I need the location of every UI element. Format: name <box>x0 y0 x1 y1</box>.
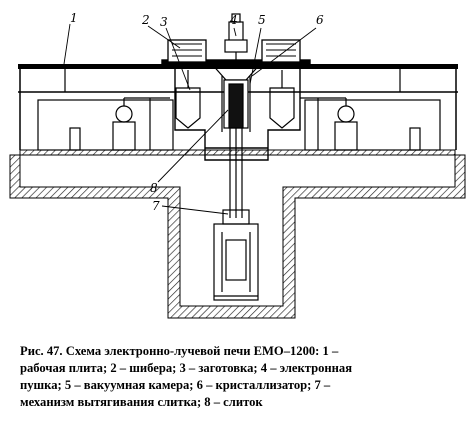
callout-2: 2 <box>141 13 150 27</box>
electron-gun <box>224 13 248 66</box>
callout-6: 6 <box>316 13 324 27</box>
callout-4: 4 <box>229 13 238 27</box>
figure-caption: Рис. 47. Схема электронно-лучевой печи Е… <box>20 344 353 409</box>
callout-1: 1 <box>70 11 78 25</box>
callout-5: 5 <box>258 13 266 27</box>
ingot <box>228 83 244 129</box>
crystallizer <box>209 61 263 132</box>
withdrawal-mechanism <box>213 128 259 301</box>
left-cabinet <box>37 97 174 151</box>
callout-3: 3 <box>160 15 168 29</box>
pit-wall <box>9 149 466 319</box>
right-cabinet <box>300 97 441 151</box>
blanks <box>175 70 295 129</box>
callout-7: 7 <box>152 199 160 213</box>
callout-8: 8 <box>150 181 158 195</box>
furnace-diagram: 1 2 3 4 5 6 8 7 <box>9 11 466 319</box>
